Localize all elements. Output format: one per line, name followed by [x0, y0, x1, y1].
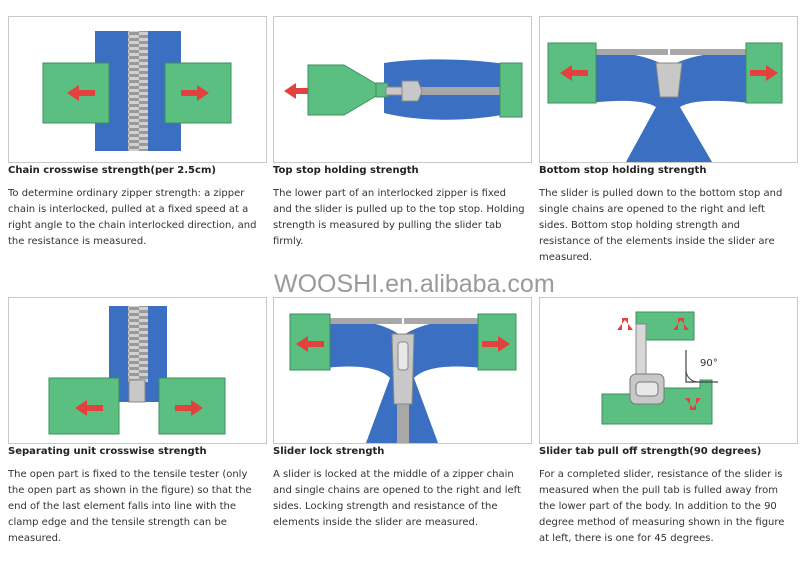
panel-title: Slider tab pull off strength(90 degrees)	[539, 446, 762, 457]
top-stop-illustration	[273, 16, 532, 163]
panel-description: The open part is fixed to the tensile te…	[8, 469, 252, 544]
panel-title: Top stop holding strength	[273, 165, 419, 176]
panel-title: Slider lock strength	[273, 446, 385, 457]
panel-description: A slider is locked at the middle of a zi…	[273, 469, 521, 528]
panel-description: To determine ordinary zipper strength: a…	[8, 188, 257, 247]
panel-description: For a completed slider, resistance of th…	[539, 469, 785, 544]
panel-description: The slider is pulled down to the bottom …	[539, 188, 783, 263]
slider-lock-illustration	[273, 297, 532, 444]
panel-title: Separating unit crosswise strength	[8, 446, 207, 457]
panel-description: The lower part of an interlocked zipper …	[273, 188, 525, 247]
slider-tab-pull-off-illustration: 90°	[539, 297, 798, 444]
chain-crosswise-illustration	[8, 16, 267, 163]
separating-unit-illustration	[8, 297, 267, 444]
watermark: WOOSHI.en.alibaba.com	[274, 270, 555, 298]
angle-label: 90°	[700, 358, 718, 369]
panel-title: Bottom stop holding strength	[539, 165, 707, 176]
panel-title: Chain crosswise strength(per 2.5cm)	[8, 165, 216, 176]
bottom-stop-illustration	[539, 16, 798, 163]
